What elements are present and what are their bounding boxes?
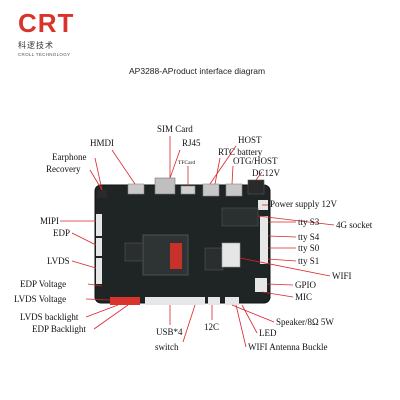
mipi-label: MIPI [40, 216, 59, 226]
gpio-header [255, 278, 267, 292]
i2c-label: 12C [204, 322, 219, 332]
speaker-connector [225, 297, 239, 305]
dc-jack [247, 179, 265, 195]
edp-backlight-leader-line [93, 304, 129, 330]
tty-s0-label: tty S0 [298, 243, 320, 253]
lvds-voltage-leader-line [85, 298, 111, 301]
speaker-label: Speaker/8Ω 5W [276, 317, 334, 327]
4g-socket [221, 207, 259, 227]
tty-s4-label: tty S4 [298, 232, 320, 242]
diagram-title: AP3288-AProduct interface diagram [129, 66, 266, 76]
edp-voltage-leader-line [87, 283, 103, 287]
dc12v-leader-line [255, 171, 263, 181]
company-name-en: CROLL TECHNOLOGY [18, 52, 71, 57]
otg-host-leader-line [231, 165, 234, 185]
recovery-label: Recovery [46, 164, 81, 174]
lvds-backlight-leader-line [85, 304, 119, 318]
lvds-label: LVDS [47, 256, 70, 266]
rtc-battery-label: RTC battery [218, 147, 263, 157]
led-leader-line [241, 304, 258, 334]
lvds-connector [96, 258, 102, 284]
earphone-jack [97, 190, 107, 198]
memory-chip [124, 242, 144, 262]
gpio-leader-line [266, 283, 294, 286]
mic-label: MIC [295, 292, 312, 302]
mic-leader-line [261, 291, 294, 298]
switch-leader-line [182, 304, 196, 343]
lvds-backlight-label: LVDS backlight [20, 312, 79, 322]
soc-chip-red [170, 243, 182, 269]
hmdi-leader-line [111, 149, 136, 185]
i2c-header [208, 297, 220, 305]
mipi-connector [96, 214, 102, 236]
tf-card-slot [180, 185, 196, 195]
uart-connectors [260, 216, 268, 264]
wifi-antenna-label: WIFI Antenna Buckle [248, 342, 327, 352]
dc12v-label: DC12V [252, 168, 281, 178]
edp-connector [96, 238, 102, 256]
tty-s4-leader-line [267, 235, 297, 238]
company-logo: CRT [18, 8, 75, 38]
edp-voltage-label: EDP Voltage [20, 279, 66, 289]
earphone-leader-line [94, 157, 103, 191]
tty-s3-label: tty S3 [298, 217, 320, 227]
wifi-label: WIFI [332, 271, 352, 281]
wifi-leader-line [239, 257, 331, 277]
sim-card-label: SIM Card [157, 124, 193, 134]
earphone-label: Earphone [52, 152, 86, 162]
socket-4g-leader-line [257, 215, 335, 226]
hdmi-port [127, 183, 145, 195]
tty-s1-leader-line [267, 258, 297, 262]
lvds-voltage-label: LVDS Voltage [14, 294, 66, 304]
usb4-label: USB*4 [156, 327, 183, 337]
switch-label: switch [155, 342, 179, 352]
company-name-cn: 科逻技术 [18, 41, 54, 50]
host-leader-line [209, 145, 237, 185]
rj45-port [154, 177, 176, 195]
rj45-leader-line [169, 149, 181, 179]
wifi-antenna-leader-line [235, 304, 247, 348]
recovery-leader-line [89, 169, 103, 191]
otg-port [225, 183, 243, 197]
edp-label: EDP [53, 228, 70, 238]
led-label: LED [259, 328, 277, 338]
hmdi-label: HMDI [90, 138, 114, 148]
tty-s1-label: tty S1 [298, 256, 319, 266]
gpio-label: GPIO [295, 280, 317, 290]
memory-chip [204, 247, 224, 271]
tf-card-label: TFCard [178, 160, 195, 166]
backlight-connector [110, 297, 140, 305]
edp-backlight-label: EDP Backlight [32, 324, 86, 334]
power-supply-label: Power supply 12V [270, 199, 337, 209]
host-label: HOST [238, 135, 262, 145]
wifi-module [221, 242, 241, 268]
rj45-label: RJ45 [182, 138, 201, 148]
usb-headers [145, 297, 205, 305]
host-port [202, 183, 220, 197]
otg-host-label: OTG/HOST [233, 156, 278, 166]
socket-4g-label: 4G socket [336, 220, 373, 230]
rtc-battery-leader-line [214, 157, 221, 185]
edp-leader-line [71, 232, 97, 246]
lvds-leader-line [71, 260, 97, 269]
speaker-leader-line [231, 304, 275, 323]
